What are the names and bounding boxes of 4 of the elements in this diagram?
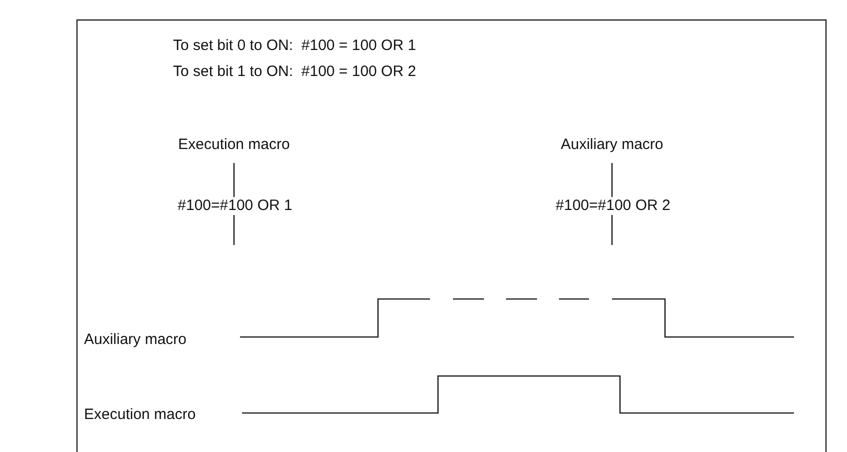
formula-text: #100=#100 OR 2 bbox=[554, 197, 672, 215]
column-heading: Auxiliary macro bbox=[560, 136, 664, 154]
signal-label: Auxiliary macro bbox=[84, 331, 187, 349]
formula-text: #100=#100 OR 1 bbox=[176, 197, 294, 215]
